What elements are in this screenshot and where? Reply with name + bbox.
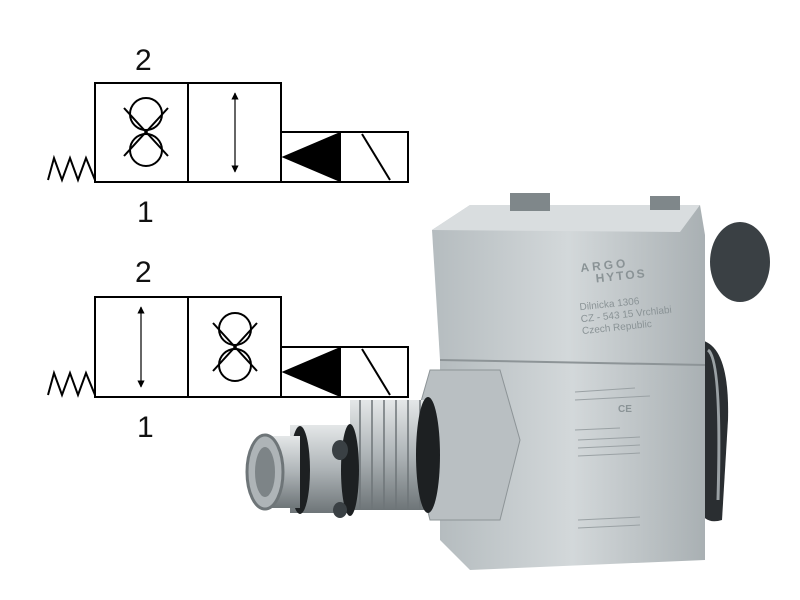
brand-line-2: HYTOS	[595, 266, 647, 285]
brand-line-1: ARGO	[580, 256, 629, 275]
port-2-label: 2	[135, 256, 152, 289]
check-valve-icon	[123, 97, 169, 167]
coil-fins	[700, 340, 729, 522]
ce-mark: CE	[618, 404, 632, 415]
port-1-label: 1	[137, 196, 154, 229]
valve-symbol-1: 2 1	[47, 44, 409, 229]
spring-icon	[47, 154, 96, 183]
connector-plug	[710, 222, 770, 302]
port-2-label: 2	[135, 44, 152, 77]
solenoid-triangle-icon	[281, 132, 339, 182]
solenoid-triangle-icon	[281, 347, 339, 397]
o-ring	[416, 397, 440, 513]
valve-symbol-2: 2 1	[47, 256, 409, 444]
solenoid-valve-product: ARGO HYTOS Dilnicka 1306 CZ - 543 15 Vrc…	[245, 193, 770, 570]
check-valve-icon	[212, 312, 258, 382]
port-1-label: 1	[137, 411, 154, 444]
spring-icon	[47, 369, 96, 398]
